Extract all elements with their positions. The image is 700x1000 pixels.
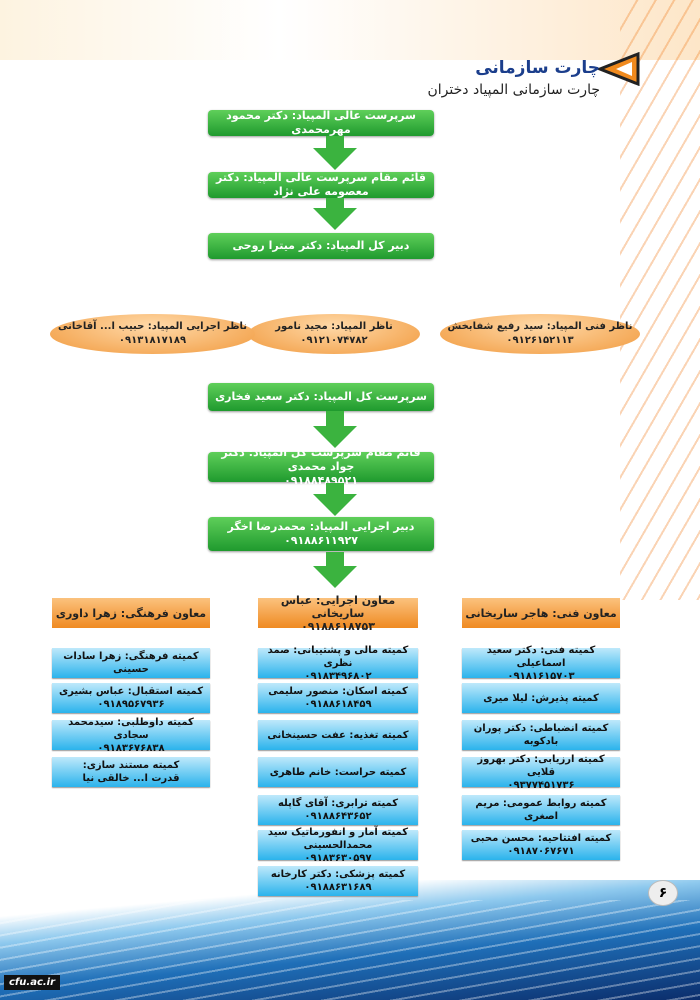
orange-triangle-icon [598, 52, 640, 86]
committee-box-line2: ۰۹۱۸۷۰۶۷۶۷۱ [507, 846, 575, 857]
deputy-header-line1: معاون فنی: هاجر ساریخانی [465, 606, 617, 620]
committee-box-line2: ۰۹۱۸۸۶۴۳۶۵۲ [304, 811, 372, 822]
committee-box-line2: ۰۹۳۷۷۴۵۱۷۳۶ [507, 779, 575, 791]
committee-box-line2: ۰۹۱۸۸۶۳۱۶۸۹ [304, 882, 372, 893]
page-subtitle: چارت سازمانی المپیاد دختران [427, 82, 600, 98]
committee-box: کمیته استقبال: عباس بشیری ۰۹۱۸۹۵۶۷۹۳۶ [52, 683, 210, 713]
supervisor-oval-line1: ناظر المپیاد: مجید نامور [275, 321, 393, 332]
committee-box-line1: کمیته مالی و پشتیبانی: صمد نظری [267, 644, 409, 669]
committee-box-line1: کمیته فنی: دکتر سعید اسماعیلی [486, 644, 596, 669]
committee-box-line2: ۰۹۱۸۳۶۷۶۸۳۸ [97, 742, 165, 754]
committee-box-line2: ۰۹۱۸۹۵۶۷۹۳۶ [97, 699, 165, 710]
decorative-wave [0, 880, 700, 1000]
top-chain-box: دبیر کل المپیاد: دکتر میترا روحی [208, 233, 434, 259]
committee-box-line1: کمیته مستند سازی: [82, 760, 180, 771]
down-arrow-icon [313, 148, 357, 170]
committee-box-line1: کمیته آمار و انفورماتیک سید محمدالحسینی [267, 826, 409, 851]
page-title: چارت سازمانی [475, 58, 600, 78]
committee-box-line1: کمیته ارزیابی: دکتر بهروز قلایی [477, 753, 605, 778]
committee-box-line1: کمیته پذیرش: لیلا میری [483, 692, 599, 704]
committee-box: کمیته اسکان: منصور سلیمی ۰۹۱۸۸۶۱۸۴۵۹ [258, 683, 418, 713]
top-chain-box-line1: سرپرست عالی المپیاد: دکتر محمود مهرمحمدی [226, 109, 416, 136]
deputy-header: معاون فنی: هاجر ساریخانی [462, 598, 620, 628]
supervisor-oval-line2: ۰۹۱۲۶۱۵۲۱۱۳ [506, 335, 574, 346]
deputy-header-line2: ۰۹۱۸۸۶۱۸۷۵۳ [301, 619, 375, 633]
top-chain-box: سرپرست عالی المپیاد: دکتر محمود مهرمحمدی [208, 109, 434, 136]
site-logo: cfu.ac.ir [4, 975, 61, 990]
committee-box-line1: کمیته استقبال: عباس بشیری [58, 686, 204, 697]
down-arrow-icon [313, 208, 357, 230]
supervisor-oval-line1: ناظر اجرایی المپیاد: حبیب ا... آقاخانی [58, 321, 247, 332]
committee-box-line1: کمیته داوطلبی: سیدمحمد سجادی [68, 716, 194, 741]
committee-box-line2: ۰۹۱۸۳۴۹۶۸۰۲ [304, 670, 372, 682]
committee-box: کمیته فرهنگی: زهرا سادات حسینی [52, 648, 210, 678]
down-arrow-icon [313, 494, 357, 516]
committee-box-line1: کمیته پزشکی: دکتر کارخانه [270, 869, 406, 880]
arrow-stem [326, 483, 344, 494]
mid-chain-box: سرپرست کل المپیاد: دکتر سعید فخاری [208, 383, 434, 411]
down-arrow-icon [313, 566, 357, 588]
committee-box-line1: کمیته فرهنگی: زهرا سادات حسینی [63, 651, 199, 675]
committee-box: کمیته مستند سازی: قدرت ا... خالقی نیا [52, 757, 210, 787]
committee-box-line1: کمیته ترابری: آقای گاپله [277, 798, 399, 809]
committee-box-line1: کمیته اسکان: منصور سلیمی [268, 686, 408, 697]
top-chain-box-line1: دبیر کل المپیاد: دکتر میترا روحی [232, 239, 410, 252]
supervisor-oval: ناظر اجرایی المپیاد: حبیب ا... آقاخانی ۰۹… [50, 314, 255, 354]
decorative-header-band [0, 0, 700, 60]
deputy-header-line1: معاون فرهنگی: زهرا داوری [55, 606, 207, 620]
committee-box-line2: ۰۹۱۸۱۶۱۵۷۰۳ [507, 670, 575, 682]
deputy-header: معاون فرهنگی: زهرا داوری [52, 598, 210, 628]
committee-box-line2: ۰۹۱۸۳۶۳۰۵۹۷ [304, 852, 372, 864]
page-number: ۶ [648, 880, 678, 906]
committee-box-line1: کمیته تغذیه: عفت حسینخانی [267, 729, 409, 741]
committee-box: کمیته تغذیه: عفت حسینخانی [258, 720, 418, 750]
supervisor-oval: ناظر المپیاد: مجید نامور ۰۹۱۲۱۰۷۴۷۸۲ [248, 314, 420, 354]
top-chain-box: قائم مقام سرپرست عالی المپیاد: دکتر معصو… [208, 171, 434, 198]
mid-chain-box-line2: ۰۹۱۸۸۴۸۹۵۲۱ [284, 474, 358, 487]
committee-box: کمیته روابط عمومی: مریم اصغری [462, 795, 620, 825]
committee-box: کمیته حراست: خانم طاهری [258, 757, 418, 787]
committee-box-line1: کمیته حراست: خانم طاهری [269, 766, 407, 778]
committee-box: کمیته پزشکی: دکتر کارخانه ۰۹۱۸۸۶۳۱۶۸۹ [258, 866, 418, 896]
committee-box: کمیته پذیرش: لیلا میری [462, 683, 620, 713]
arrow-stem [326, 552, 344, 566]
arrow-stem [326, 136, 344, 148]
arrow-stem [326, 411, 344, 426]
mid-chain-box-line1: سرپرست کل المپیاد: دکتر سعید فخاری [215, 390, 427, 403]
deputy-header-line1: معاون اجرایی: عباس ساریخانی [280, 593, 396, 620]
committee-box: کمیته انضباطی: دکتر پوران بادکوبه [462, 720, 620, 750]
committee-box: کمیته افتتاحیه: محسن محبی ۰۹۱۸۷۰۶۷۶۷۱ [462, 830, 620, 860]
mid-chain-box-line1: قائم مقام سرپرست کل المپیاد: دکتر جواد م… [221, 446, 421, 473]
committee-box-line1: کمیته افتتاحیه: محسن محبی [470, 833, 612, 844]
down-arrow-icon [313, 426, 357, 448]
committee-box: کمیته ترابری: آقای گاپله ۰۹۱۸۸۶۴۳۶۵۲ [258, 795, 418, 825]
mid-chain-box-line1: دبیر اجرایی المپیاد: محمدرضا اخگر [227, 520, 415, 533]
committee-box-line2: ۰۹۱۸۸۶۱۸۴۵۹ [304, 699, 372, 710]
mid-chain-box: قائم مقام سرپرست کل المپیاد: دکتر جواد م… [208, 446, 434, 487]
supervisor-oval: ناظر فنی المپیاد: سید رفیع شفابخش ۰۹۱۲۶۱۵… [440, 314, 640, 354]
supervisor-oval-line2: ۰۹۱۳۱۸۱۷۱۸۹ [118, 335, 187, 346]
decorative-lines [620, 0, 700, 600]
committee-box-line2: قدرت ا... خالقی نیا [82, 773, 180, 784]
top-chain-box-line1: قائم مقام سرپرست عالی المپیاد: دکتر معصو… [216, 171, 426, 198]
supervisor-oval-line2: ۰۹۱۲۱۰۷۴۷۸۲ [300, 335, 368, 346]
decorative-wave-lines [0, 900, 700, 1000]
committee-box-line1: کمیته انضباطی: دکتر پوران بادکوبه [473, 723, 609, 747]
mid-chain-box-line2: ۰۹۱۸۸۶۱۱۹۲۷ [284, 534, 358, 547]
supervisor-oval-line1: ناظر فنی المپیاد: سید رفیع شفابخش [447, 321, 633, 332]
committee-box-line1: کمیته روابط عمومی: مریم اصغری [475, 798, 607, 822]
arrow-stem [326, 198, 344, 208]
